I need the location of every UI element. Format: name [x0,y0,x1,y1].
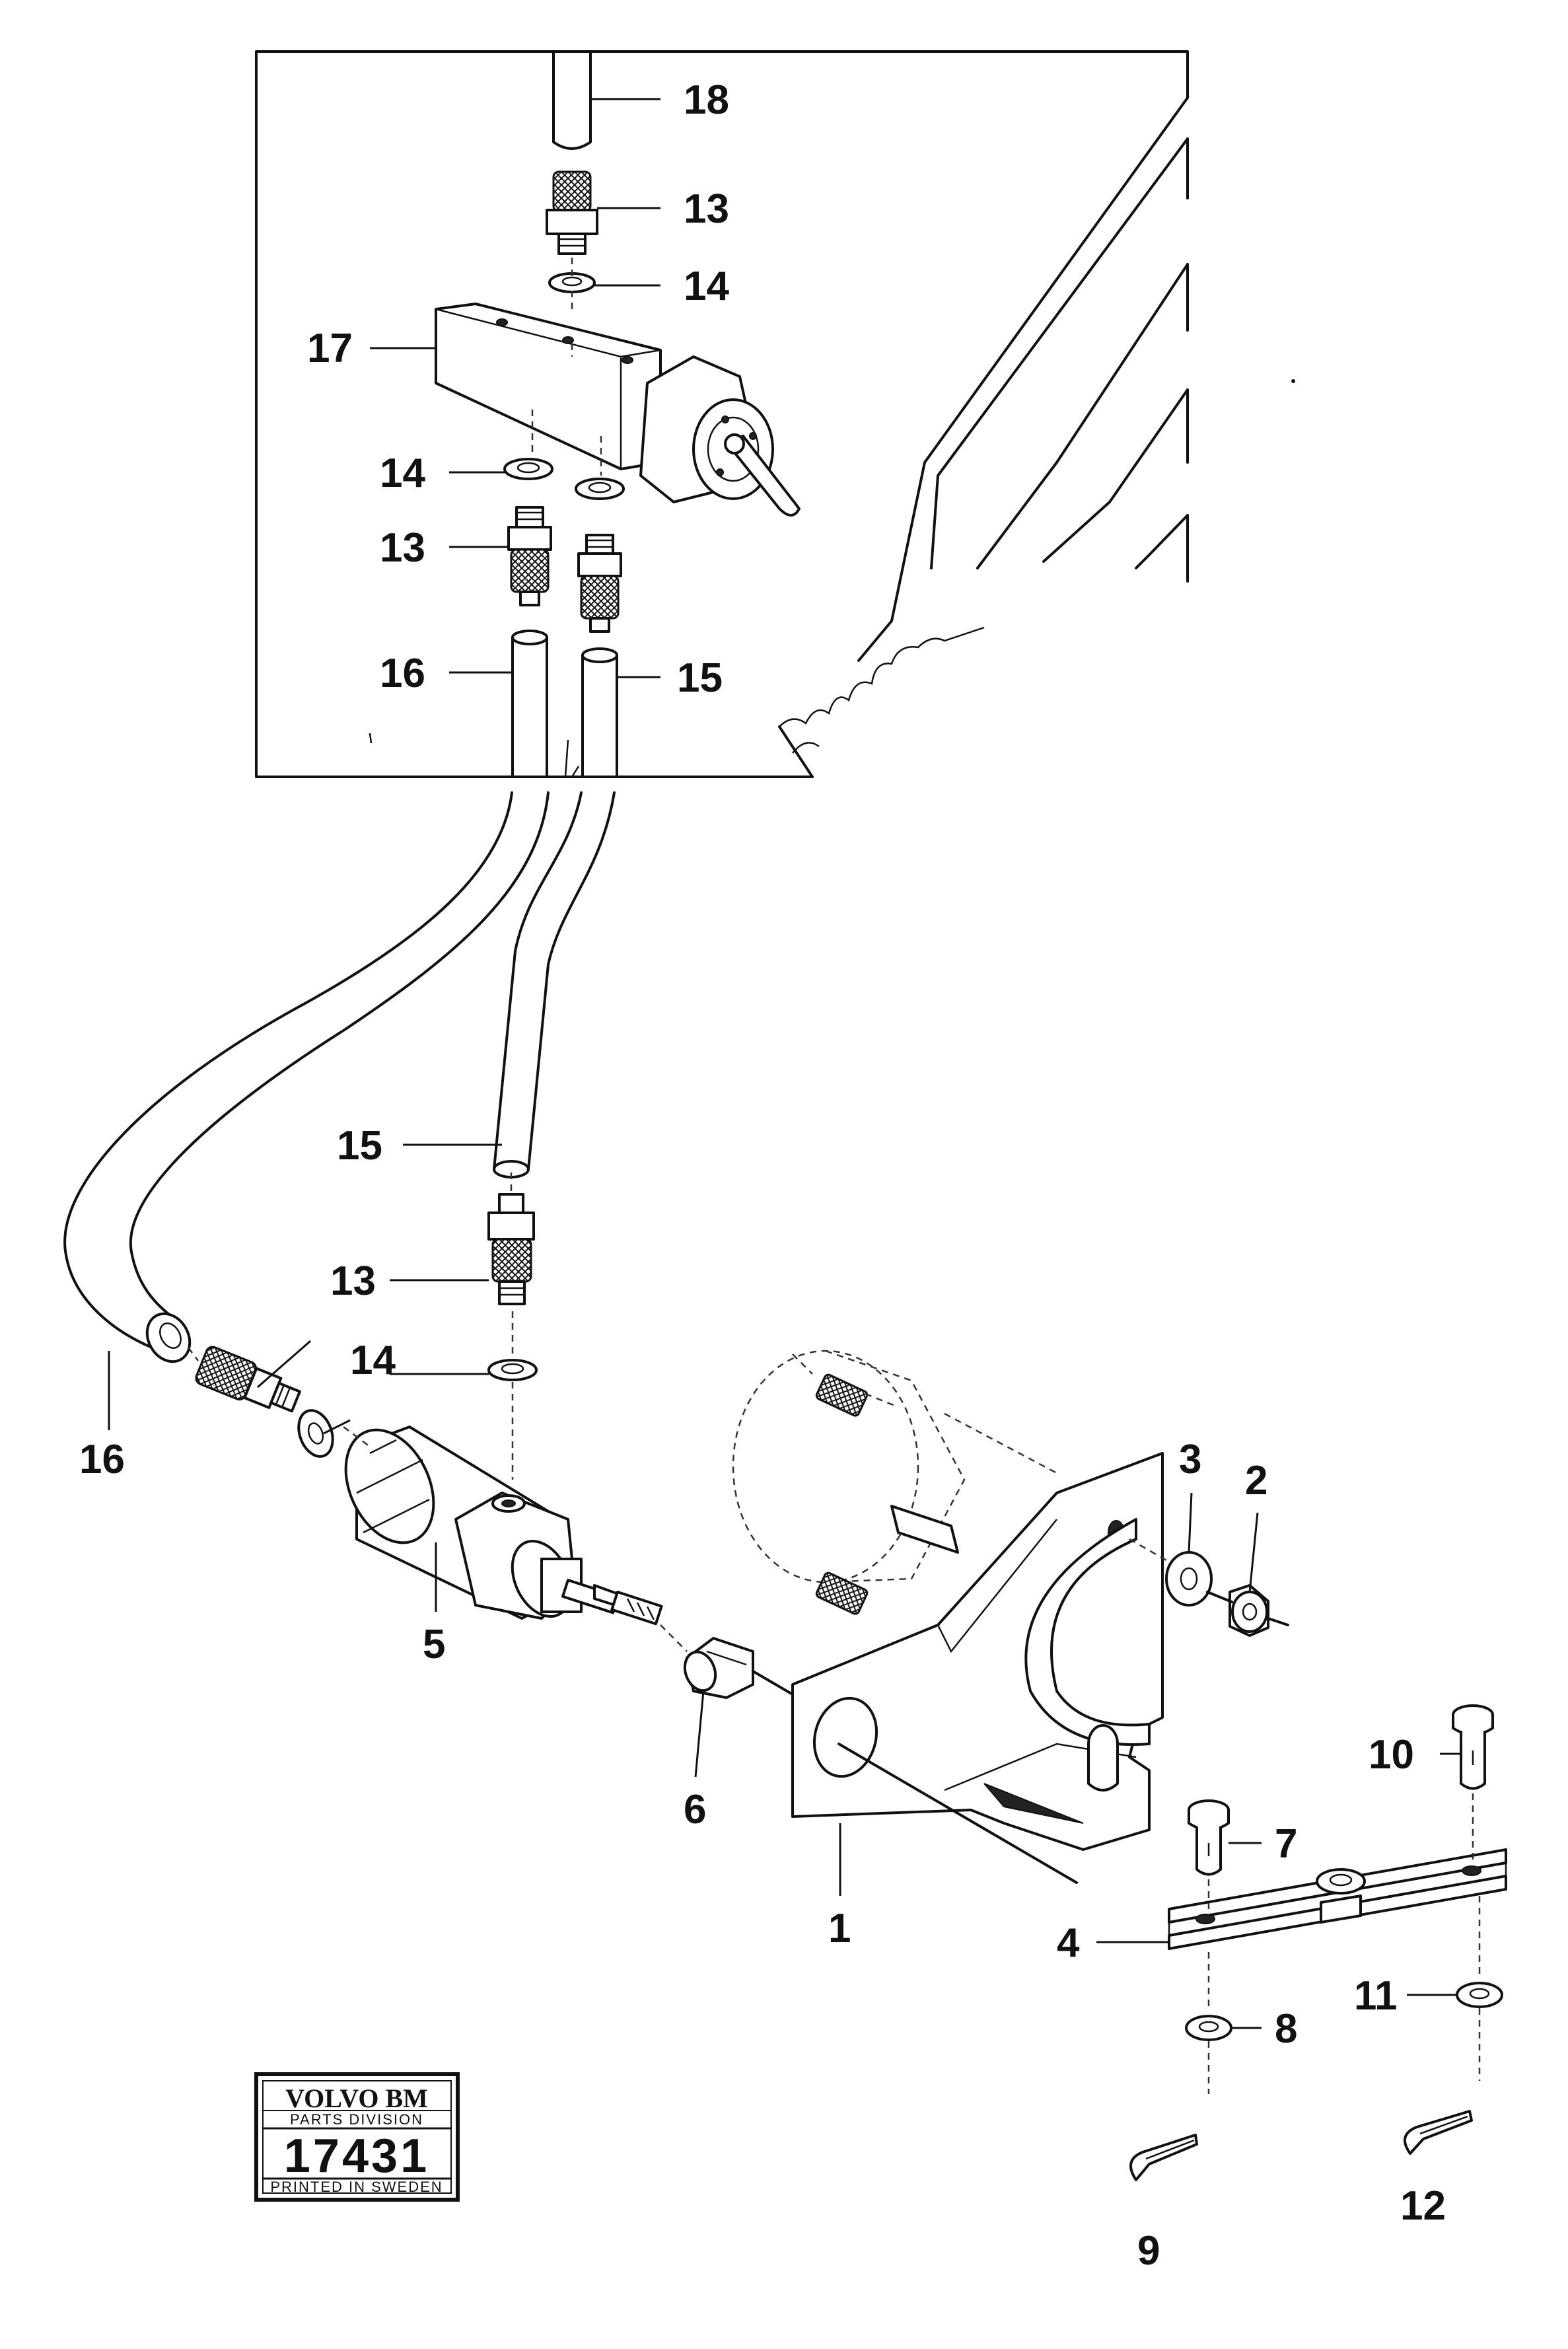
callout-8: 8 [1275,2006,1297,2052]
callout-13-lower: 13 [330,1258,376,1304]
fitting-13-lower-vertical [487,1193,535,1305]
washer-14-left [503,458,553,480]
callout-15-lower: 15 [337,1123,382,1169]
nameplate-footer: PRINTED IN SWEDEN [270,2179,443,2195]
callout-7: 7 [1275,1821,1297,1867]
callout-14-top: 14 [684,264,729,309]
inset-frame [255,50,1189,778]
callout-6: 6 [684,1787,706,1832]
callout-2: 2 [1245,1458,1267,1503]
clevis-6 [683,1637,754,1699]
lever-plate-4 [1168,1848,1507,1950]
callout-18: 18 [684,77,729,123]
fitting-13-lower-angled [195,1346,301,1413]
callout-3: 3 [1179,1437,1201,1482]
callout-14-mid: 14 [380,451,425,496]
callout-14-lower: 14 [350,1338,396,1383]
tube-15-stub [581,647,618,778]
fitting-13-left [507,506,552,606]
washer-14-right [575,478,625,500]
callout-17: 17 [307,326,353,371]
washer-14-top [548,272,596,293]
bracket-1 [791,1452,1164,1884]
callout-11: 11 [1354,1973,1398,2019]
nameplate-division: PARTS DIVISION [290,2111,423,2128]
ghost-cylinder [732,1350,1057,1615]
callout-12: 12 [1400,2183,1446,2229]
washer-11 [1456,1982,1503,2008]
air-cylinder-5 [344,1426,663,1626]
callout-16-lower: 16 [79,1437,125,1482]
tube-16-stub [511,630,548,778]
nameplate-number: 17431 [284,2130,429,2183]
washer-3 [1165,1551,1213,1607]
callout-4: 4 [1057,1920,1080,1966]
cotter-pin-12 [1404,2110,1473,2155]
callout-13-mid: 13 [380,525,425,571]
callout-10: 10 [1369,1732,1414,1778]
callout-1: 1 [828,1906,851,1951]
callout-16-inset: 16 [380,651,425,696]
nut-2 [1229,1584,1269,1637]
washer-14-lower-left [297,1409,334,1458]
callout-labels: 18 13 14 17 14 13 16 15 15 13 14 16 5 6 … [79,77,1446,2274]
cotter-pin-9 [1129,2134,1198,2181]
washer-8 [1185,2015,1232,2041]
clevis-pin-7 [1188,1799,1230,1876]
clevis-pin-10 [1452,1704,1494,1790]
tube-16 [63,791,550,1363]
tube-18 [552,50,592,150]
callout-5: 5 [423,1622,445,1667]
nameplate-brand: VOLVO BM [285,2083,428,2113]
fitting-13-top [546,170,598,255]
callout-9: 9 [1137,2228,1160,2274]
valve-block-17 [435,303,801,517]
fitting-13-right [577,534,622,633]
washer-14-lower-top [487,1359,538,1381]
tube-15 [493,791,616,1178]
leader-lines [108,98,1460,2029]
callout-15-inset: 15 [677,655,723,701]
volvo-bm-nameplate: VOLVO BM PARTS DIVISION 17431 PRINTED IN… [254,2072,460,2202]
callout-13-top: 13 [684,186,729,232]
